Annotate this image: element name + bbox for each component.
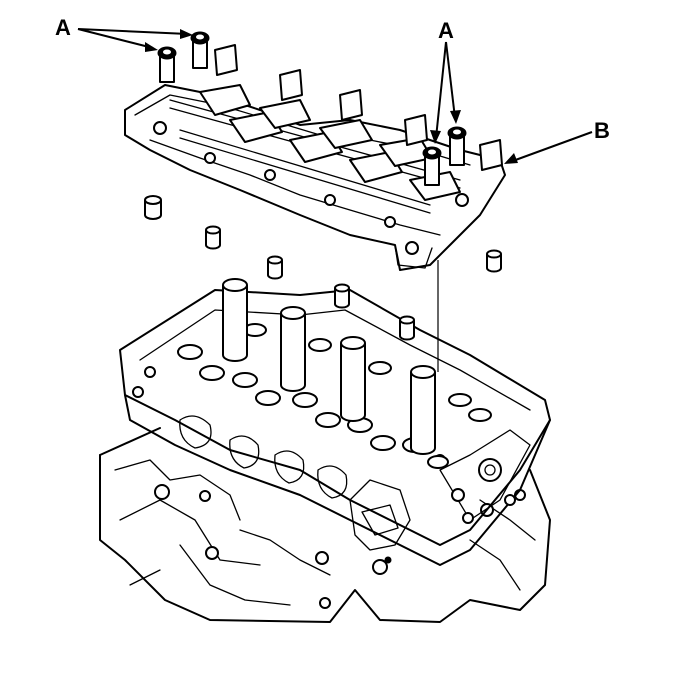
callout-label-b: B: [594, 118, 610, 143]
cylinder-head: [119, 278, 551, 566]
rocker-arm-assembly: [124, 44, 506, 271]
callout-arrows: [77, 28, 593, 164]
valve-springs: [177, 323, 492, 469]
engine-block: [99, 427, 551, 623]
spark-plug-tubes: [222, 278, 436, 455]
callout-label-a-right: A: [438, 18, 454, 43]
callout-label-a-left: A: [55, 15, 71, 40]
dowel-pins: [144, 195, 502, 341]
bolts-a: [157, 31, 467, 186]
